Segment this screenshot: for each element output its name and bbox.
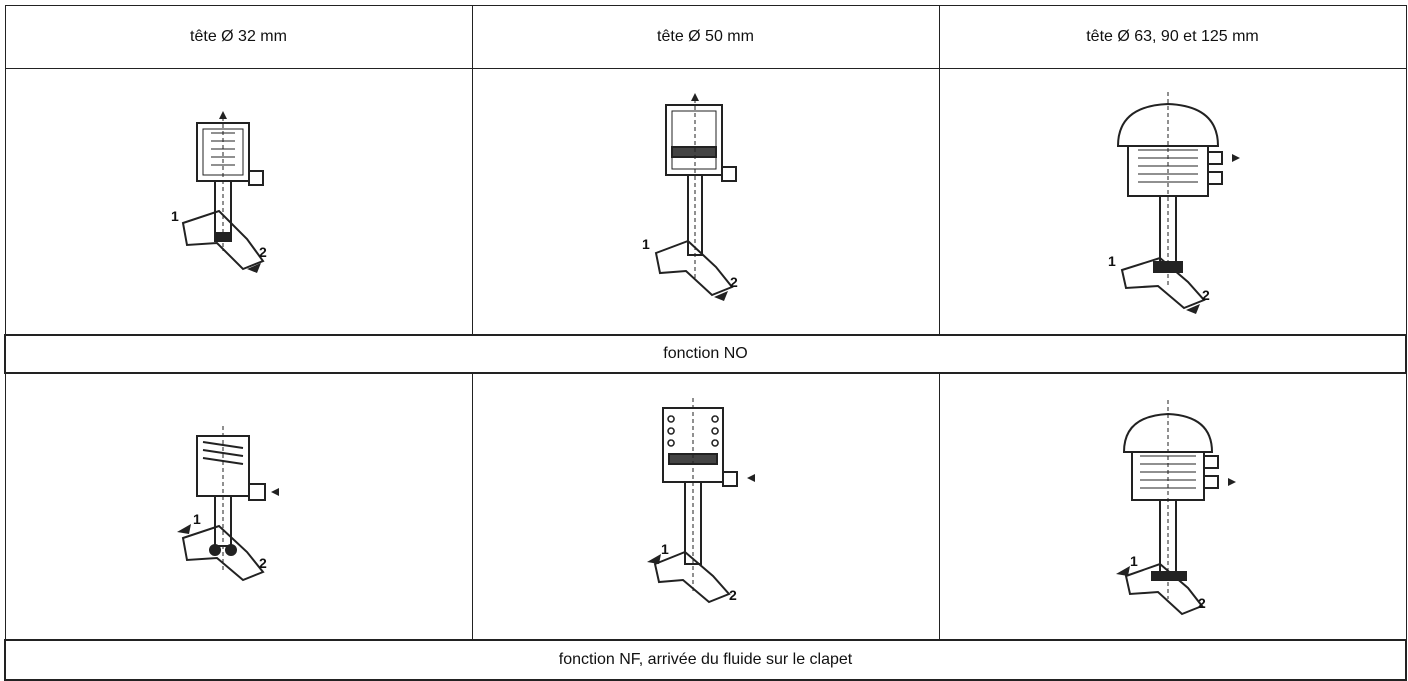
valve-drawing-no-32: 1 2 <box>171 111 267 274</box>
drawing-cell-no-63: 1 2 <box>938 67 1407 336</box>
port-label-2: 2 <box>1198 595 1206 611</box>
port-label-1: 1 <box>661 541 669 557</box>
no-caption-row: fonction NO <box>4 333 1407 375</box>
valve-drawing-nf-50: 1 2 <box>646 398 755 604</box>
flow-arrow-icon <box>1115 566 1130 577</box>
flow-arrow-icon <box>1185 304 1200 315</box>
header-head-32: tête Ø 32 mm <box>4 5 473 69</box>
port-label-1: 1 <box>1130 553 1138 569</box>
port-label-1: 1 <box>1108 253 1116 269</box>
valve-comparison-table: tête Ø 32 mm tête Ø 50 mm tête Ø 63, 90 … <box>4 5 1407 681</box>
caption-fonction-nf: fonction NF, arrivée du fluide sur le cl… <box>4 639 1407 681</box>
pilot-arrow-icon <box>1231 154 1240 163</box>
drawing-cell-no-50: 1 2 <box>471 67 940 336</box>
flow-arrow-icon <box>646 554 661 565</box>
port-label-2: 2 <box>729 587 737 603</box>
caption-fonction-no: fonction NO <box>4 333 1407 375</box>
drawing-cell-no-32: 1 2 <box>4 67 473 336</box>
port-label-2: 2 <box>259 555 267 571</box>
header-row: tête Ø 32 mm tête Ø 50 mm tête Ø 63, 90 … <box>4 5 1407 69</box>
port-label-1: 1 <box>642 236 650 252</box>
flow-arrow-icon <box>176 523 191 534</box>
port-label-1: 1 <box>193 511 201 527</box>
valve-drawing-nf-32: 1 2 <box>176 425 279 581</box>
header-head-50: tête Ø 50 mm <box>471 5 940 69</box>
port-label-2: 2 <box>1202 287 1210 303</box>
flow-arrow-icon <box>246 263 261 274</box>
header-head-63-90-125: tête Ø 63, 90 et 125 mm <box>938 5 1407 69</box>
valve-drawing-no-63: 1 2 <box>1108 92 1240 315</box>
drawing-cell-nf-50: 1 2 <box>471 372 940 641</box>
pilot-arrow-icon <box>270 487 279 496</box>
valve-drawing-nf-63: 1 2 <box>1115 400 1236 616</box>
flow-arrow-icon <box>713 291 728 302</box>
no-function-drawings-row: 1 2 1 2 <box>4 67 1407 336</box>
pilot-arrow-icon <box>218 111 227 120</box>
drawing-cell-nf-32: 1 2 <box>4 372 473 641</box>
drawing-cell-nf-63: 1 2 <box>938 372 1407 641</box>
port-label-2: 2 <box>259 244 267 260</box>
port-label-1: 1 <box>171 208 179 224</box>
valve-drawing-no-50: 1 2 <box>642 93 738 302</box>
pilot-arrow-icon <box>1227 478 1236 487</box>
pilot-arrow-icon <box>746 474 755 483</box>
port-label-2: 2 <box>730 274 738 290</box>
nf-caption-row: fonction NF, arrivée du fluide sur le cl… <box>4 639 1407 681</box>
pilot-arrow-icon <box>690 93 699 102</box>
nf-function-drawings-row: 1 2 1 2 <box>4 372 1407 641</box>
